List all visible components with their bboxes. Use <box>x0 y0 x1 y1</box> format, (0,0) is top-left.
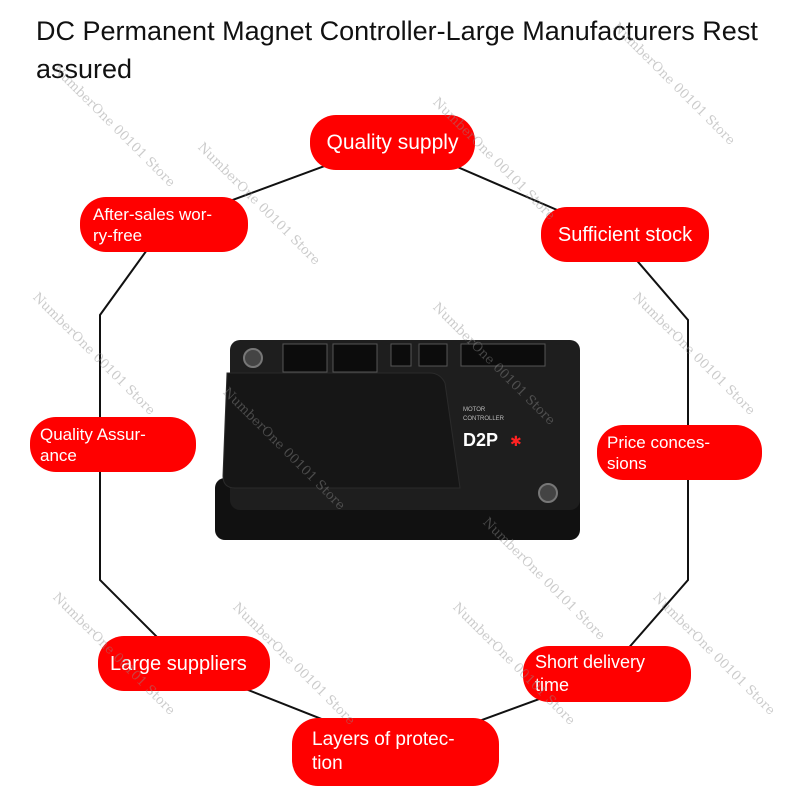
feature-label: time <box>535 675 570 695</box>
brand-logo: D2P <box>463 430 498 450</box>
feature-sufficient-stock: Sufficient stock <box>541 207 709 262</box>
feature-label: ance <box>40 445 77 465</box>
mount-hole-bottom <box>538 483 558 503</box>
feature-label: sions <box>607 453 647 473</box>
feature-label: tion <box>312 753 343 774</box>
mount-hole-top <box>243 348 263 368</box>
label-controller: CONTROLLER <box>463 416 505 422</box>
feature-label: Short delivery <box>535 652 646 672</box>
feature-quality-assurance: Quality Assur- ance <box>30 417 196 472</box>
feature-label: Large suppliers <box>110 652 247 675</box>
controller-label: MOTOR CONTROLLER D2P ✱ <box>463 407 522 450</box>
label-motor: MOTOR <box>463 407 486 413</box>
feature-label: ry-free <box>93 225 143 245</box>
page-title: DC Permanent Magnet Controller-Large Man… <box>36 16 758 84</box>
brand-mark-icon: ✱ <box>510 433 522 449</box>
feature-label: Sufficient stock <box>557 223 693 246</box>
connector-row <box>282 343 546 373</box>
feature-label: After-sales wor- <box>93 204 213 224</box>
feature-label: Quality supply <box>326 130 459 154</box>
feature-label: Quality Assur- <box>40 424 146 444</box>
controller-cover <box>222 372 461 489</box>
feature-price-concessions: Price conces- sions <box>597 425 762 480</box>
motor-controller-image: MOTOR CONTROLLER D2P ✱ <box>215 340 580 540</box>
feature-quality-supply: Quality supply <box>310 115 475 170</box>
feature-short-delivery: Short delivery time <box>523 646 691 702</box>
feature-after-sales: After-sales wor- ry-free <box>80 197 248 252</box>
feature-large-suppliers: Large suppliers <box>98 636 270 691</box>
feature-label: Price conces- <box>607 432 710 452</box>
feature-layers-of-protection: Layers of protec- tion <box>292 718 499 786</box>
feature-label: Layers of protec- <box>312 729 455 750</box>
